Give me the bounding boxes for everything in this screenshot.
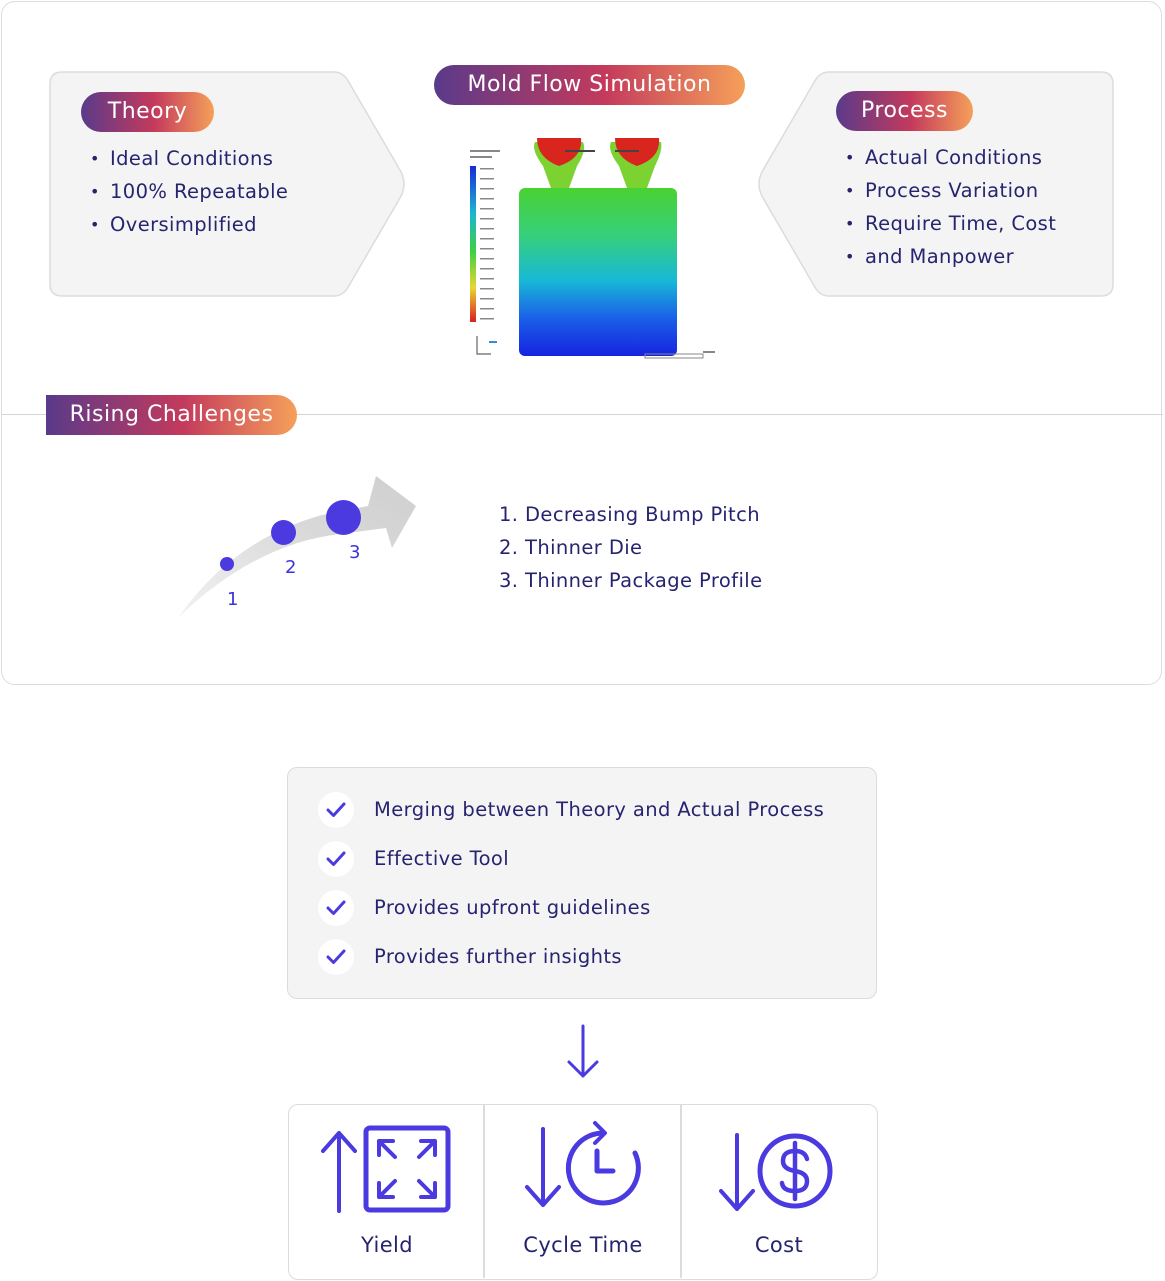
- step-dot-1: [220, 557, 234, 571]
- section-divider: [1, 414, 1163, 415]
- results-divider: [680, 1105, 682, 1278]
- top-card: [1, 1, 1162, 685]
- solution-item: Effective Tool: [374, 847, 510, 870]
- simulation-image: [465, 136, 717, 366]
- solution-item: Provides upfront guidelines: [374, 896, 651, 919]
- list-item: Actual Conditions: [839, 141, 1056, 174]
- simulation-title: Mold Flow Simulation: [434, 65, 745, 105]
- step-number-2: 2: [285, 557, 297, 578]
- result-label-cycle-time: Cycle Time: [523, 1233, 643, 1257]
- arrow-down-icon: [567, 1024, 599, 1078]
- results-divider: [483, 1105, 485, 1278]
- list-item: 1. Decreasing Bump Pitch: [499, 503, 760, 526]
- solution-item: Provides further insights: [374, 945, 622, 968]
- check-icon: [318, 939, 354, 975]
- list-item: Ideal Conditions: [84, 142, 288, 175]
- list-item: Require Time, Cost: [839, 207, 1056, 240]
- process-list: Actual Conditions Process Variation Requ…: [839, 141, 1056, 273]
- process-title: Process: [836, 91, 973, 131]
- cycle-time-down-clock-icon: [525, 1121, 641, 1207]
- list-item: 2. Thinner Die: [499, 536, 643, 559]
- theory-list: Ideal Conditions 100% Repeatable Oversim…: [84, 142, 288, 241]
- theory-title: Theory: [81, 92, 214, 132]
- challenges-list: 1. Decreasing Bump Pitch 2. Thinner Die …: [499, 498, 762, 597]
- list-item: Process Variation: [839, 174, 1056, 207]
- list-item: and Manpower: [839, 240, 1056, 273]
- list-item: 100% Repeatable: [84, 175, 288, 208]
- step-number-1: 1: [227, 589, 239, 610]
- check-icon: [318, 890, 354, 926]
- challenges-title: Rising Challenges: [46, 395, 297, 435]
- list-item: Oversimplified: [84, 208, 288, 241]
- cost-down-dollar-icon: [719, 1133, 833, 1211]
- yield-up-expand-icon: [321, 1125, 451, 1213]
- step-number-3: 3: [349, 542, 361, 563]
- results-panel: Yield Cycle Time Cost: [288, 1104, 878, 1280]
- result-label-yield: Yield: [361, 1233, 413, 1257]
- result-label-cost: Cost: [754, 1233, 804, 1257]
- check-icon: [318, 792, 354, 828]
- check-icon: [318, 841, 354, 877]
- solution-panel: Merging between Theory and Actual Proces…: [287, 767, 877, 999]
- step-dot-2: [271, 520, 296, 545]
- solution-item: Merging between Theory and Actual Proces…: [374, 798, 825, 821]
- list-item: 3. Thinner Package Profile: [499, 569, 763, 592]
- step-dot-3: [326, 500, 361, 535]
- growth-arrow-icon: [178, 476, 416, 618]
